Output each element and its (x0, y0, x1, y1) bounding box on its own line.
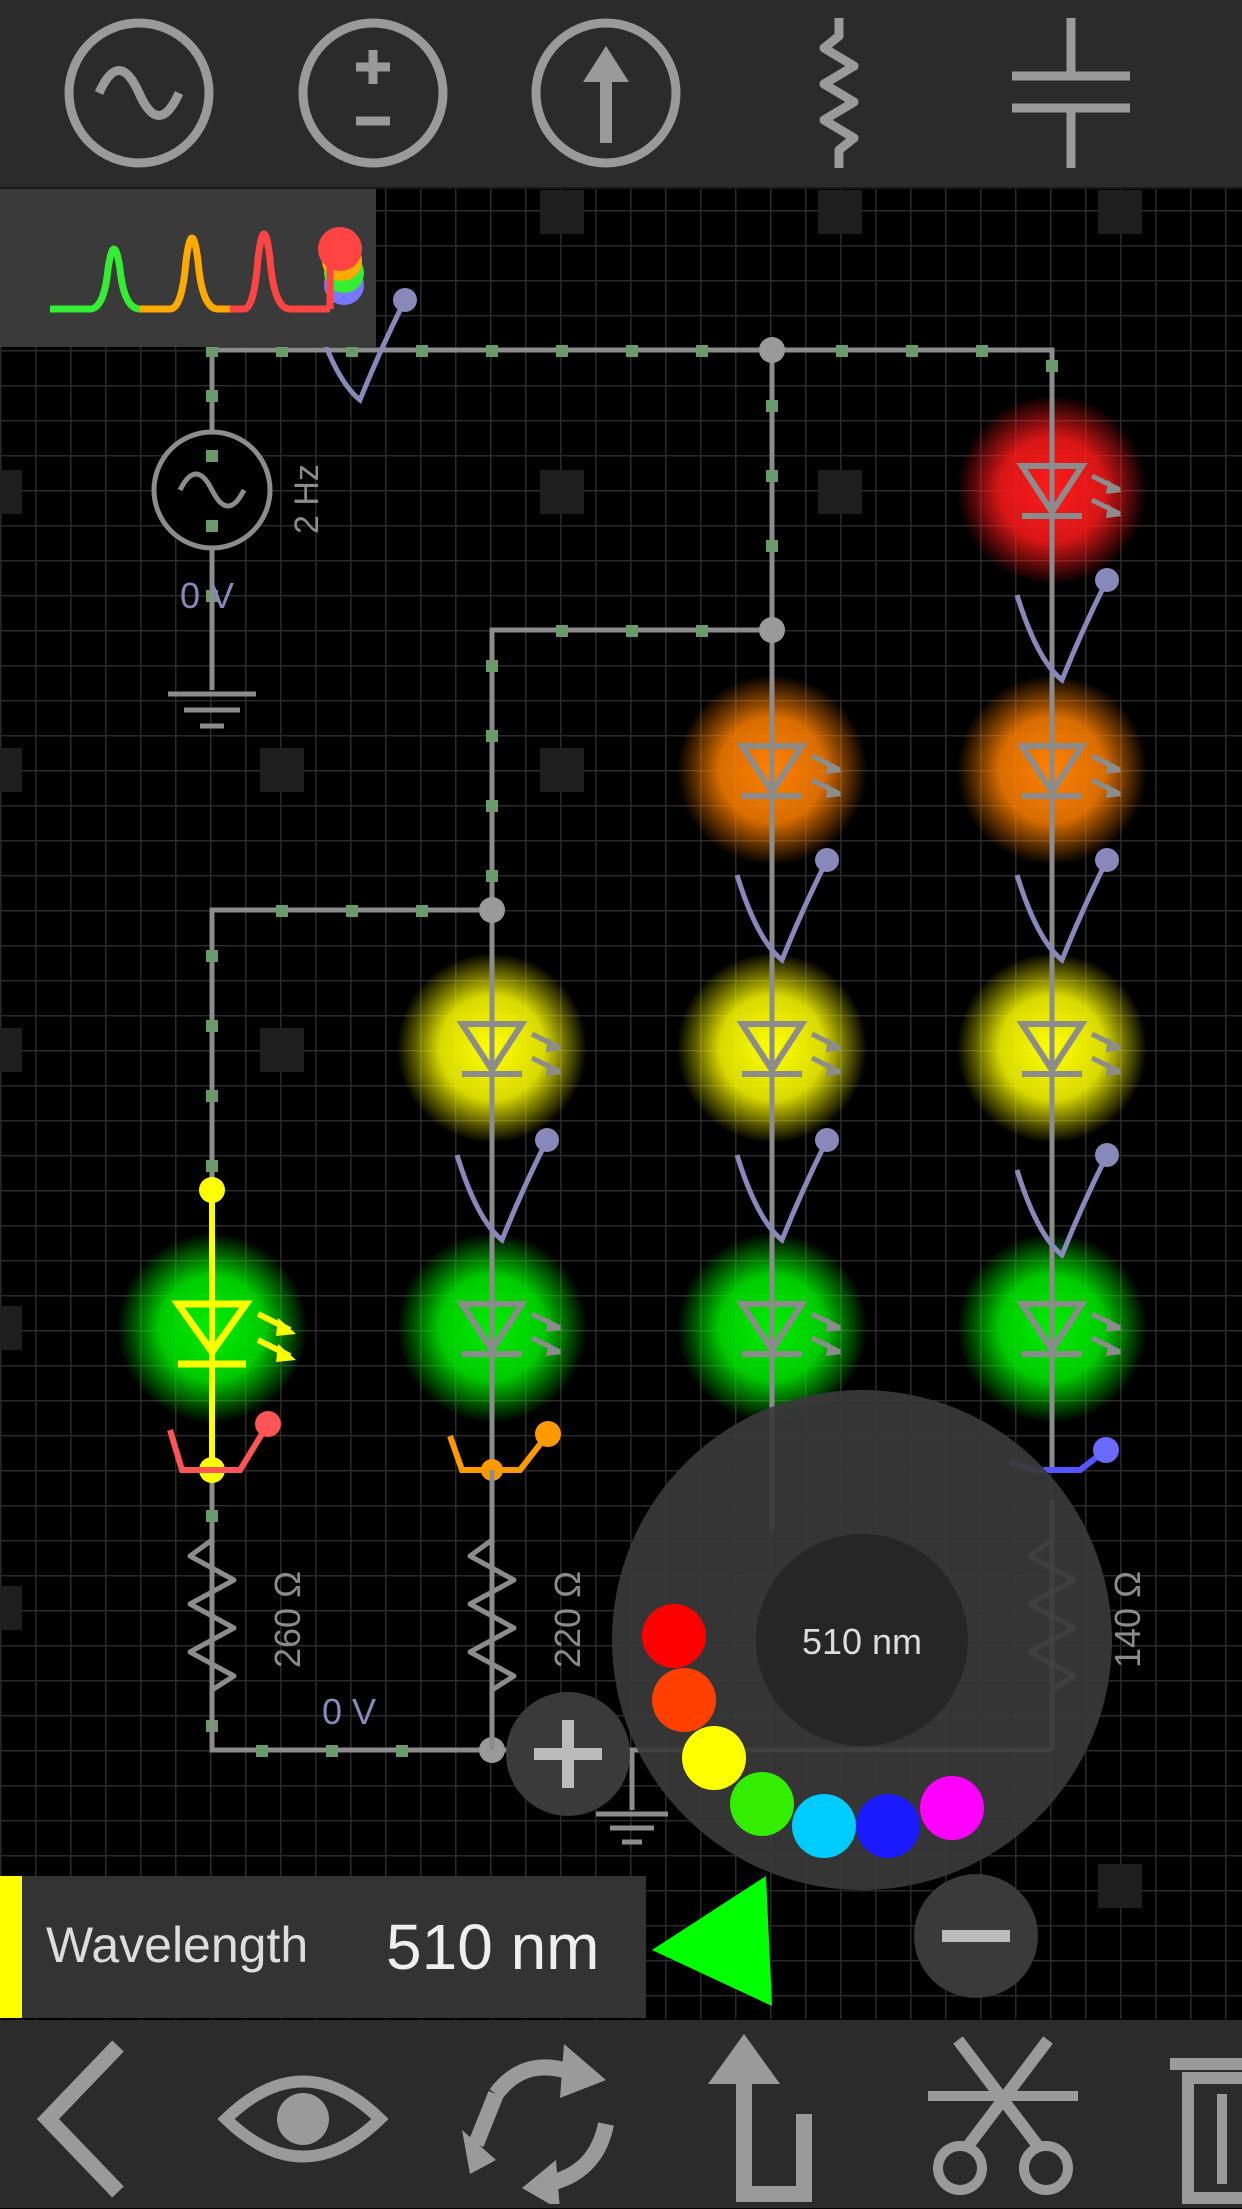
wavelength-value[interactable]: 510 nm (386, 1911, 600, 1983)
source-frequency: 2 Hz (288, 464, 326, 534)
trash-icon (1170, 2058, 1242, 2204)
wavelength-accent (0, 1876, 22, 2018)
bottom-toolbar (0, 2020, 1242, 2209)
dc-source-icon (298, 18, 448, 168)
node-voltage: 0 V (322, 1691, 376, 1732)
dc-source-button[interactable] (288, 8, 458, 178)
color-picker-wheel[interactable]: 510 nm (612, 1390, 1112, 1890)
delete-button[interactable] (1160, 2034, 1242, 2204)
rotate-button[interactable] (456, 2034, 626, 2209)
source-voltage: 0 V (180, 575, 234, 616)
capacitor-button[interactable] (986, 8, 1156, 178)
eye-icon (217, 2075, 389, 2163)
color-swatch[interactable] (652, 1668, 716, 1732)
wavelength-label: Wavelength (46, 1917, 309, 1973)
wavelength-indicator (652, 1876, 772, 2006)
resistor-2[interactable] (467, 1470, 517, 1750)
led-green-selected[interactable] (171, 1177, 296, 1483)
cut-icon (928, 2036, 1078, 2195)
circuit-canvas[interactable]: 2 Hz 0 V (0, 189, 1242, 2019)
wavelength-panel: Wavelength 510 nm (0, 1876, 646, 2018)
flip-icon (708, 2034, 812, 2202)
resistor-1[interactable] (187, 1530, 237, 1750)
capacitor-icon (1012, 18, 1130, 168)
color-swatch[interactable] (682, 1726, 746, 1790)
current-source-button[interactable] (521, 8, 691, 178)
ac-source-icon (64, 18, 214, 168)
circuit-drawing: 2 Hz 0 V (0, 189, 1242, 2019)
resistor-icon (819, 18, 859, 168)
rotate-icon (462, 2044, 614, 2209)
resistor-3-value: 140 Ω (1107, 1571, 1148, 1668)
view-button[interactable] (217, 2034, 389, 2204)
spectrum-thumbnail[interactable] (0, 189, 376, 347)
resistor-1-value: 260 Ω (267, 1571, 308, 1668)
spectrum-graph-icon (50, 227, 364, 313)
color-swatch[interactable] (792, 1794, 856, 1858)
color-swatch[interactable] (642, 1604, 706, 1668)
cut-button[interactable] (918, 2034, 1088, 2204)
ac-source[interactable] (151, 429, 273, 729)
component-toolbar (0, 0, 1242, 189)
flip-button[interactable] (684, 2034, 854, 2204)
wheel-center-label: 510 nm (802, 1621, 922, 1662)
zoom-in-button[interactable] (506, 1692, 630, 1816)
color-swatch[interactable] (730, 1772, 794, 1836)
resistor-button[interactable] (754, 8, 924, 178)
color-swatch[interactable] (920, 1776, 984, 1840)
back-button[interactable] (8, 2034, 178, 2204)
zoom-out-button[interactable] (914, 1874, 1038, 1998)
current-source-icon (531, 18, 681, 168)
ac-source-button[interactable] (54, 8, 224, 178)
back-icon (36, 2040, 124, 2198)
resistor-2-value: 220 Ω (547, 1571, 588, 1668)
color-swatch[interactable] (856, 1794, 920, 1858)
